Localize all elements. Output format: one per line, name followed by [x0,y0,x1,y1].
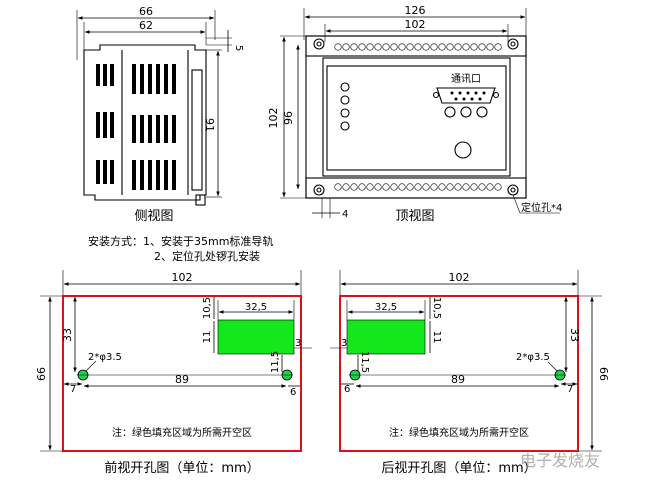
side-rail-foot [195,194,206,206]
bc-dim-89-label: 89 [451,373,465,386]
top-body-outline [305,35,527,199]
fc-dim-7-label: 7 [70,384,76,395]
fc-hole-leader [85,360,97,372]
bc-hole-label: 2*φ3.5 [516,352,550,363]
top-view-caption: 顶视图 [395,209,434,224]
top-terminal-strip-upper [305,35,527,57]
hole-callout-label: 定位孔*4 [521,201,562,214]
bc-caption: 后视开孔图（单位：mm） [381,461,536,476]
bc-dim-6-label: 6 [344,384,350,395]
button-icon [444,106,488,118]
fc-dim-102-label: 102 [172,271,193,284]
bc-note: 注：绿色填充区域为所需开空区 [389,426,529,439]
fc-dim-3-label: 3 [295,338,301,349]
side-vents-left [96,64,114,184]
top-inner-face [326,65,507,171]
front-cutout: 102 66 33 32,5 10,5 11 11,5 3 2*φ3.5 7 8… [35,270,312,476]
side-vents-right [132,64,176,190]
install-line-2: 2、定位孔处锣孔安装 [154,249,260,263]
bc-hole-leader [547,361,558,372]
bc-dim-33-label: 33 [568,328,581,342]
dim-126-label: 126 [405,4,426,17]
dim-4-label: 4 [342,209,348,220]
fc-dim-115-label: 11,5 [270,351,281,373]
side-rail [191,69,203,191]
watermark-logo: 电子发烧友 [520,451,600,470]
comm-port-label: 通讯口 [451,73,481,85]
hole-leader [512,194,521,214]
top-inner-panel [322,57,511,177]
bc-panel-outline [339,295,579,452]
bc-dim-7-label: 7 [567,384,573,395]
dim-91-label: 91 [203,118,216,132]
db9-port-icon [432,87,500,104]
dim-62-label: 62 [139,19,153,32]
fc-panel-outline [62,295,302,452]
side-view-caption: 侧视图 [134,209,173,224]
terminal-screws-upper [334,43,502,51]
bc-dim-115-label: 11,5 [359,351,370,373]
install-line-1: 安装方式：1、安装于35mm标准导轨 [88,234,273,248]
bc-dim-10-label: 10,5 [431,297,442,319]
dim-5-label: 5 [233,45,244,51]
bc-dim-32-label: 32,5 [375,302,397,313]
fc-caption: 前视开孔图（单位：mm） [104,460,259,476]
bc-dim-102-label: 102 [449,271,470,284]
fc-dim-66-label: 66 [35,367,48,381]
dim-102-label: 102 [405,18,426,31]
knob-icon [454,141,472,159]
side-view: 66 62 5 91 侧视图 [76,5,244,224]
back-cutout: 102 66 33 32,5 10,5 11 11,5 3 2*φ3.5 6 8… [330,270,610,476]
fc-dim-6-label: 6 [290,387,296,398]
fc-dim-33-label: 33 [61,328,74,342]
dim-96-label: 96 [282,111,295,125]
fc-cutout-window [217,319,295,355]
fc-dim-89-label: 89 [175,373,189,386]
terminal-screws-lower [334,183,502,191]
fc-note: 注：绿色填充区域为所需开空区 [112,426,252,439]
mount-hole-icon [313,38,519,196]
bc-dim-11-label: 11 [431,331,442,344]
bc-cutout-window [346,319,426,355]
fc-dim-10-label: 10,5 [202,297,213,319]
dim-102v-label: 102 [267,108,280,129]
top-view: 126 102 通讯 [267,4,562,224]
fc-hole-label: 2*φ3.5 [88,352,122,363]
fc-dim-32-label: 32,5 [245,302,267,313]
top-terminal-strip-lower [305,177,527,199]
bc-dim-3-label: 3 [341,338,347,349]
led-indicator-icon [340,82,350,131]
dim-66-label: 66 [139,5,153,18]
bc-dim-66-label: 66 [597,367,610,381]
side-body-outline [83,44,207,201]
fc-dim-11-label: 11 [202,331,213,344]
